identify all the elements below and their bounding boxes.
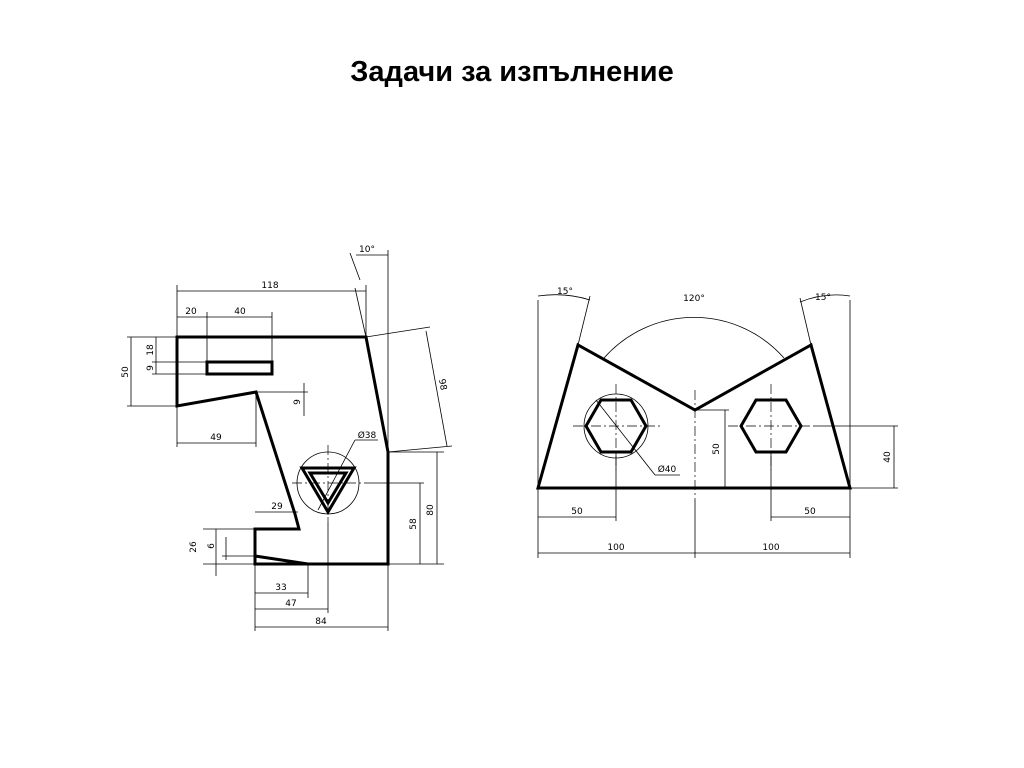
dim-15deg-left: 15° <box>557 287 573 297</box>
left-part-drawing <box>127 250 453 631</box>
dim-40-vertical: 40 <box>883 451 893 463</box>
dim-10deg: 10° <box>359 245 375 255</box>
dim-20: 20 <box>185 307 197 317</box>
dim-18: 18 <box>146 344 156 356</box>
dim-dia40: Ø40 <box>658 464 677 475</box>
dim-50-left: 50 <box>571 507 583 517</box>
left-part-outline <box>175 335 390 566</box>
dim-33: 33 <box>275 583 286 593</box>
dim-6: 6 <box>207 543 217 549</box>
left-slot <box>205 360 274 376</box>
dim-100-right: 100 <box>762 543 779 553</box>
dim-84: 84 <box>315 617 327 627</box>
dim-50-vertical: 50 <box>712 443 722 455</box>
dim-80: 80 <box>426 504 436 516</box>
dim-40: 40 <box>234 307 246 317</box>
dim-9b: 9 <box>293 399 303 405</box>
dim-58: 58 <box>409 518 419 530</box>
dim-49: 49 <box>210 433 222 443</box>
dim-120deg: 120° <box>683 294 705 304</box>
dim-47: 47 <box>285 599 296 609</box>
right-part-drawing <box>536 294 898 558</box>
dim-50: 50 <box>121 366 131 378</box>
dim-50-right: 50 <box>804 507 816 517</box>
dim-9a: 9 <box>146 365 156 371</box>
dim-29: 29 <box>271 502 283 512</box>
dim-15deg-right: 15° <box>815 293 831 303</box>
dim-98: 98 <box>436 378 448 391</box>
dim-dia38: Ø38 <box>358 430 377 441</box>
dim-100-left: 100 <box>607 543 624 553</box>
dim-118: 118 <box>261 281 278 291</box>
slide-title: Задачи за изпълнение <box>350 56 674 88</box>
right-part-outline <box>536 342 852 490</box>
dim-26: 26 <box>189 541 199 553</box>
